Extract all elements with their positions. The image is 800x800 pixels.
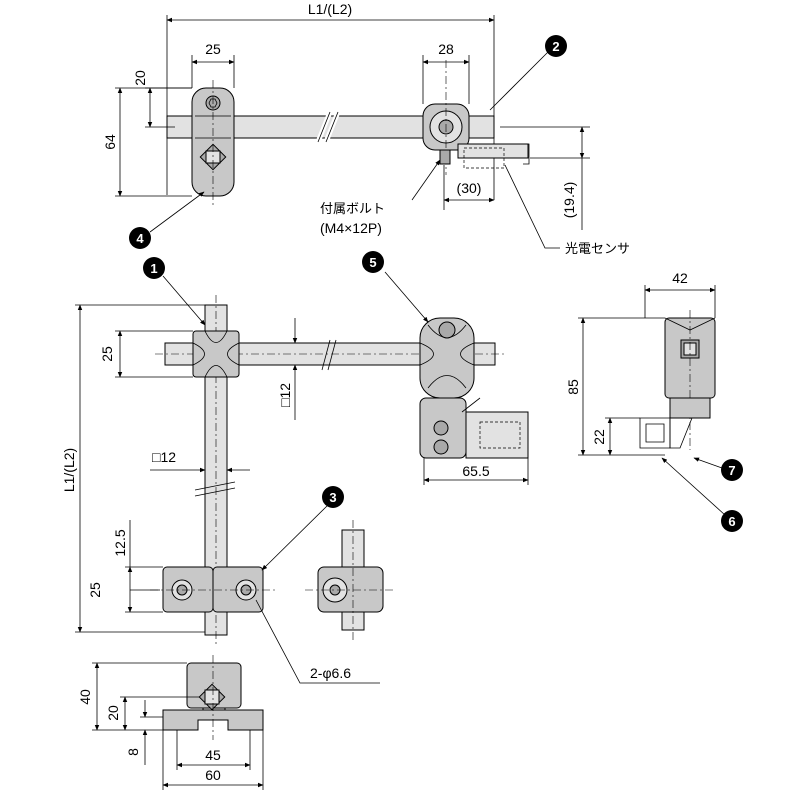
dim-top-left-width: 25 <box>205 41 221 57</box>
dim-clamp-height: 25 <box>87 582 103 598</box>
dim-side-width: 42 <box>672 270 688 286</box>
svg-text:2: 2 <box>552 39 559 54</box>
svg-text:6: 6 <box>728 514 735 529</box>
dim-side-height: 85 <box>565 379 581 395</box>
callout-1: 1 <box>143 257 165 279</box>
callout-4: 4 <box>129 227 151 249</box>
front-view <box>75 275 505 684</box>
dim-front-side-length: L1/(L2) <box>61 448 77 492</box>
dim-front-bar-height: 25 <box>99 346 115 362</box>
svg-text:7: 7 <box>728 463 735 478</box>
clamp-side-view <box>305 520 395 640</box>
callout-6: 6 <box>721 510 743 532</box>
dim-base-mid: 20 <box>105 705 121 721</box>
dim-side-lower: 22 <box>591 429 607 445</box>
dim-top-left-height: 64 <box>102 134 118 150</box>
dim-base-bottom: 8 <box>125 748 141 756</box>
svg-text:5: 5 <box>369 255 376 270</box>
bolt-label: 付属ボルト <box>320 202 385 217</box>
callout-2: 2 <box>545 35 567 57</box>
dim-sensor-offset: (30) <box>457 180 482 196</box>
dim-top-right-width: 28 <box>438 41 454 57</box>
dim-front-bar-section: □12 <box>277 383 293 407</box>
svg-text:1: 1 <box>150 261 157 276</box>
callout-7: 7 <box>721 459 743 481</box>
sensor-label: 光電センサ <box>565 242 630 257</box>
svg-text:4: 4 <box>136 231 144 246</box>
side-view <box>578 285 726 516</box>
dim-vertical-bar-section: □12 <box>152 449 176 465</box>
dim-top-length: L1/(L2) <box>308 1 352 17</box>
bolt-spec: (M4×12P) <box>320 220 382 236</box>
callout-3: 3 <box>322 486 344 508</box>
dim-right-width: 65.5 <box>462 463 489 479</box>
dim-base-inner-width: 45 <box>205 747 221 763</box>
callout-5: 5 <box>362 251 384 273</box>
dim-base-outer-width: 60 <box>205 767 221 783</box>
dim-top-left-offset: 20 <box>132 70 148 86</box>
top-view <box>115 15 590 249</box>
dim-hole-spec: 2-φ6.6 <box>310 665 351 681</box>
dim-clamp-offset: 12.5 <box>112 529 128 556</box>
sensor-clamp-view <box>384 271 529 485</box>
base-view <box>92 655 264 790</box>
dim-base-height: 40 <box>77 689 93 705</box>
svg-text:3: 3 <box>329 490 336 505</box>
dim-sensor-height: (19.4) <box>561 182 577 219</box>
